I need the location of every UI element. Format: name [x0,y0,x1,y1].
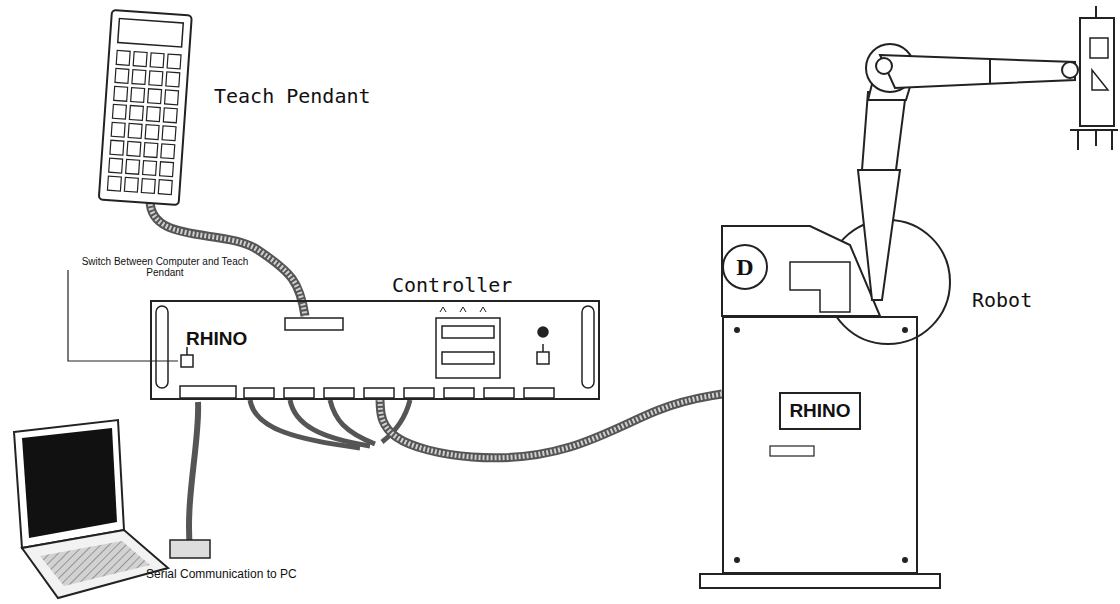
robot-base: RHINO [722,316,918,574]
controller-box: RHINO [150,300,600,400]
pendant-key [141,179,155,194]
node-label: RHINO [186,328,247,350]
serial-port [180,386,236,398]
motor-port [284,388,314,398]
pendant-key [107,176,121,191]
motor-port [444,388,474,398]
callout-note: Serial Communication to PC [146,567,406,581]
pendant-key [132,70,146,85]
pendant-key [112,104,126,119]
pendant-key [129,106,143,121]
node-label: RHINO [779,392,860,430]
pendant-key [158,180,172,195]
leader-line [68,270,178,361]
motor-port [324,388,354,398]
motor-port [404,388,434,398]
pendant-key [165,90,179,105]
pendant-key [116,50,130,65]
pendant-key [111,122,125,137]
pendant-key [133,52,147,67]
cable-texture [380,394,722,458]
pendant-key [146,107,160,122]
pendant-key [124,177,138,192]
pendant-key [161,144,175,159]
laptop [14,420,168,598]
motor-port [484,388,514,398]
callout-note: Switch Between Computer and Teach Pendan… [70,256,260,278]
pendant-key [131,88,145,103]
pendant-key [128,123,142,138]
device-label: Controller [392,273,552,297]
robot-arm [700,6,1118,588]
node-label: D [736,254,753,281]
pendant-key [160,162,174,177]
motor-port [364,388,394,398]
pendant-key [126,159,140,174]
controller-details [156,306,594,398]
serial-cable [189,402,198,548]
cable-outline [380,394,722,458]
pendant-key [163,108,177,123]
pendant-key [109,158,123,173]
pendant-key [127,141,141,156]
robot-cable [380,394,722,458]
pendant-key [115,68,129,83]
pendant-key [162,126,176,141]
pendant-key [148,89,162,104]
pendant-key [145,125,159,140]
motor-port [524,388,554,398]
teach-pendant [99,10,192,205]
pendant-key [149,71,163,86]
motor-port [244,388,274,398]
pendant-key [114,86,128,101]
device-label: Teach Pendant [214,84,414,108]
pendant-key [110,140,124,155]
pendant-key [144,143,158,158]
device-label: Robot [972,288,1072,312]
motor-circle: D [722,244,768,290]
pendant-key [150,53,164,68]
pendant-key [143,161,157,176]
pendant-key [166,72,180,87]
pendant-key [167,54,181,69]
serial-plug [170,540,210,558]
